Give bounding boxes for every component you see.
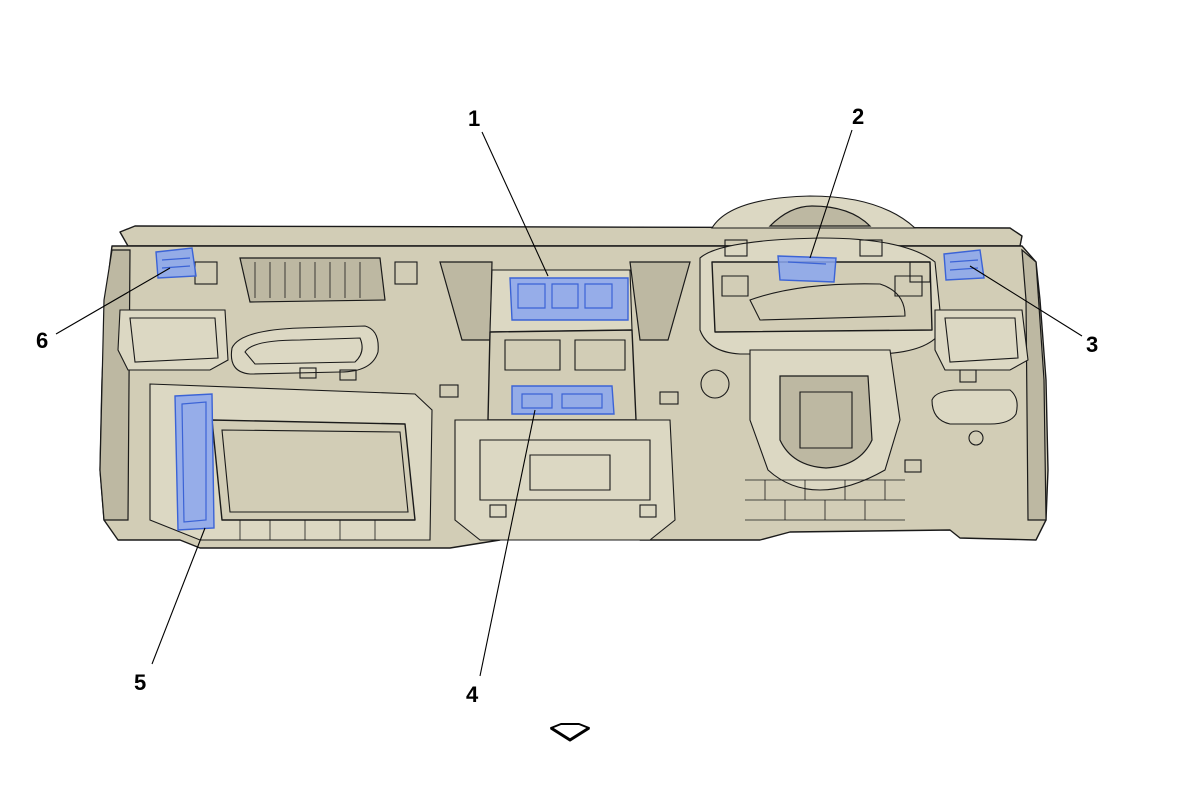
callout-6: 6 [36, 328, 48, 353]
component-4-highlight [511, 385, 615, 415]
component-3-highlight [943, 249, 985, 281]
callout-1: 1 [468, 106, 480, 131]
callout-2: 2 [852, 104, 864, 129]
leader-lines [55, 129, 1083, 677]
component-5-highlight [174, 393, 215, 531]
callout-4: 4 [466, 682, 479, 707]
callout-3: 3 [1086, 332, 1098, 357]
chevron-down-icon [550, 723, 590, 742]
component-2-highlight [777, 255, 837, 283]
dashboard-body [99, 195, 1049, 549]
component-1-highlight [509, 277, 629, 321]
callout-5: 5 [134, 670, 146, 695]
component-6-highlight [155, 247, 197, 279]
